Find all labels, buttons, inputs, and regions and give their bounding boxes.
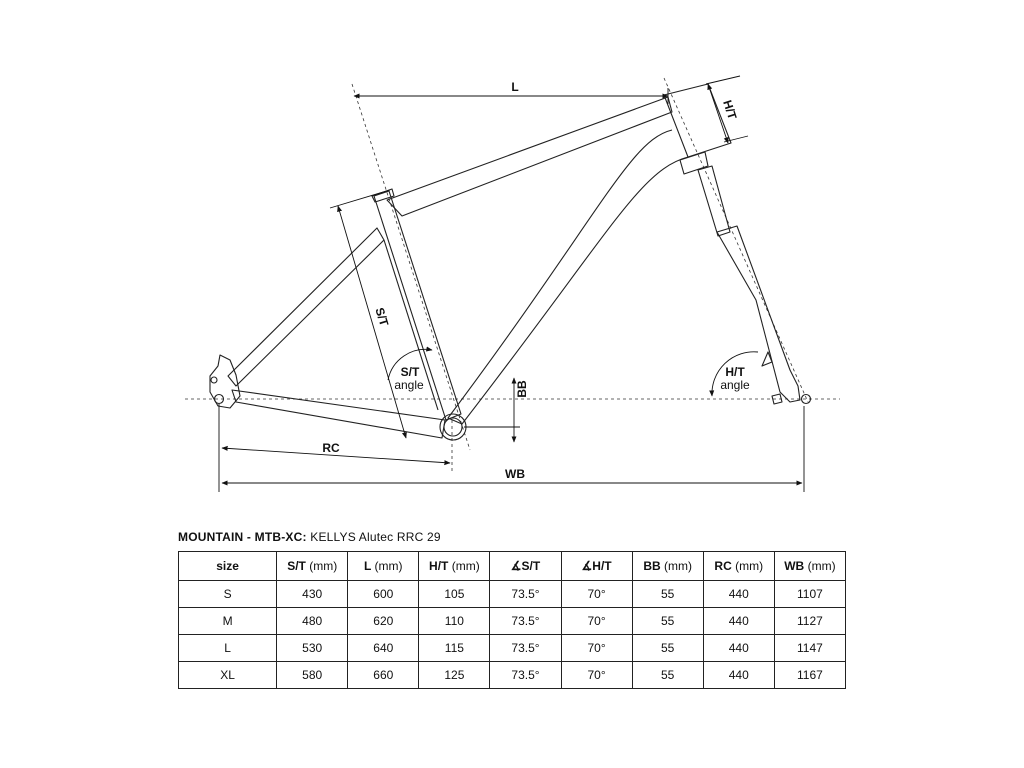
header-l: L (mm) <box>347 551 420 581</box>
seat-tube <box>373 190 462 421</box>
ht-label: H/T <box>720 98 739 121</box>
st-label: S/T <box>372 306 391 329</box>
cell-ht: 115 <box>418 634 491 662</box>
cell-size: L <box>177 634 278 662</box>
cell-wb: 1167 <box>773 661 847 689</box>
cell-ht-angle: 70° <box>560 634 633 662</box>
bottom-bracket-inner <box>443 417 463 437</box>
header-ht-angle: ∡H/T <box>560 551 633 581</box>
cell-wb: 1147 <box>773 634 847 662</box>
st-dimension-line <box>337 205 407 439</box>
l-label: L <box>511 80 518 94</box>
rc-label: RC <box>322 441 340 455</box>
cell-st: 580 <box>276 661 349 689</box>
cell-ht-angle: 70° <box>560 580 633 608</box>
cell-st-angle: 73.5° <box>489 580 562 608</box>
table-row: M 480 620 110 73.5° 70° 55 440 1127 <box>177 607 847 635</box>
head-tube-axis-line <box>663 77 809 403</box>
st-top-ext <box>329 189 391 209</box>
rear-axle <box>213 393 225 405</box>
dimension-lines <box>218 75 805 492</box>
cell-wb: 1107 <box>773 580 847 608</box>
cell-ht: 110 <box>418 607 491 635</box>
cell-bb: 55 <box>631 580 704 608</box>
cell-st-angle: 73.5° <box>489 634 562 662</box>
cell-st: 480 <box>276 607 349 635</box>
wb-label: WB <box>505 467 525 481</box>
ht-angle-abbr: H/T <box>725 365 745 379</box>
rear-dropout <box>209 354 241 409</box>
cell-rc: 440 <box>702 661 775 689</box>
table-row: XL 580 660 125 73.5° 70° 55 440 1167 <box>177 661 847 689</box>
ht-bottom-ext <box>723 135 749 143</box>
st-angle-arc <box>387 346 433 381</box>
table-caption: MOUNTAIN - MTB-XC: KELLYS Alutec RRC 29 <box>178 530 441 544</box>
caption-category: MOUNTAIN - MTB-XC: <box>178 530 307 544</box>
cell-st-angle: 73.5° <box>489 661 562 689</box>
header-st-angle: ∡S/T <box>489 551 562 581</box>
cell-ht-angle: 70° <box>560 661 633 689</box>
cell-l: 620 <box>347 607 420 635</box>
ht-angle-arc <box>709 351 759 397</box>
cell-size: S <box>177 580 278 608</box>
cell-rc: 440 <box>702 634 775 662</box>
head-tube <box>663 83 732 158</box>
fork-disc-mount <box>761 351 773 367</box>
bike-geometry-diagram: L H/T S/T S/T angle H/T angle BB RC WB <box>185 75 840 492</box>
ht-top-ext <box>705 75 741 85</box>
dropout-bolt <box>210 376 218 384</box>
geometry-table: size S/T (mm) L (mm) H/T (mm) ∡S/T ∡H/T … <box>177 551 847 689</box>
cell-ht-angle: 70° <box>560 607 633 635</box>
cell-rc: 440 <box>702 607 775 635</box>
cell-size: M <box>177 607 278 635</box>
cell-st-angle: 73.5° <box>489 607 562 635</box>
header-bb: BB (mm) <box>631 551 704 581</box>
header-rc: RC (mm) <box>702 551 775 581</box>
top-tube <box>386 96 673 217</box>
header-st: S/T (mm) <box>276 551 349 581</box>
caption-model: KELLYS Alutec RRC 29 <box>310 530 441 544</box>
cell-l: 640 <box>347 634 420 662</box>
cell-st: 430 <box>276 580 349 608</box>
cell-bb: 55 <box>631 661 704 689</box>
fork-lower <box>716 225 801 403</box>
header-size: size <box>177 551 278 581</box>
seat-stay <box>227 227 385 387</box>
table-row: S 430 600 105 73.5° 70° 55 440 1107 <box>177 580 847 608</box>
cell-bb: 55 <box>631 607 704 635</box>
cell-size: XL <box>177 661 278 689</box>
headset-cap <box>679 151 709 175</box>
cell-rc: 440 <box>702 580 775 608</box>
header-wb: WB (mm) <box>773 551 847 581</box>
chain-stay <box>231 389 446 439</box>
down-tube <box>447 129 689 425</box>
cell-l: 600 <box>347 580 420 608</box>
table-header-row: size S/T (mm) L (mm) H/T (mm) ∡S/T ∡H/T … <box>177 551 847 581</box>
bb-label: BB <box>515 380 529 398</box>
cell-ht: 105 <box>418 580 491 608</box>
cell-bb: 55 <box>631 634 704 662</box>
table-row: L 530 640 115 73.5° 70° 55 440 1147 <box>177 634 847 662</box>
seat-tube-axis-line <box>351 83 471 451</box>
front-axle <box>800 393 812 405</box>
header-ht: H/T (mm) <box>418 551 491 581</box>
cell-ht: 125 <box>418 661 491 689</box>
ht-angle-word: angle <box>720 378 750 392</box>
st-angle-word: angle <box>394 378 424 392</box>
cell-st: 530 <box>276 634 349 662</box>
cell-l: 660 <box>347 661 420 689</box>
st-angle-abbr: S/T <box>401 365 420 379</box>
cell-wb: 1127 <box>773 607 847 635</box>
ht-dimension-line <box>707 83 729 144</box>
rc-dimension-line <box>221 445 451 466</box>
fork-stanchion <box>697 165 731 237</box>
fork-brake-tab <box>771 393 783 405</box>
